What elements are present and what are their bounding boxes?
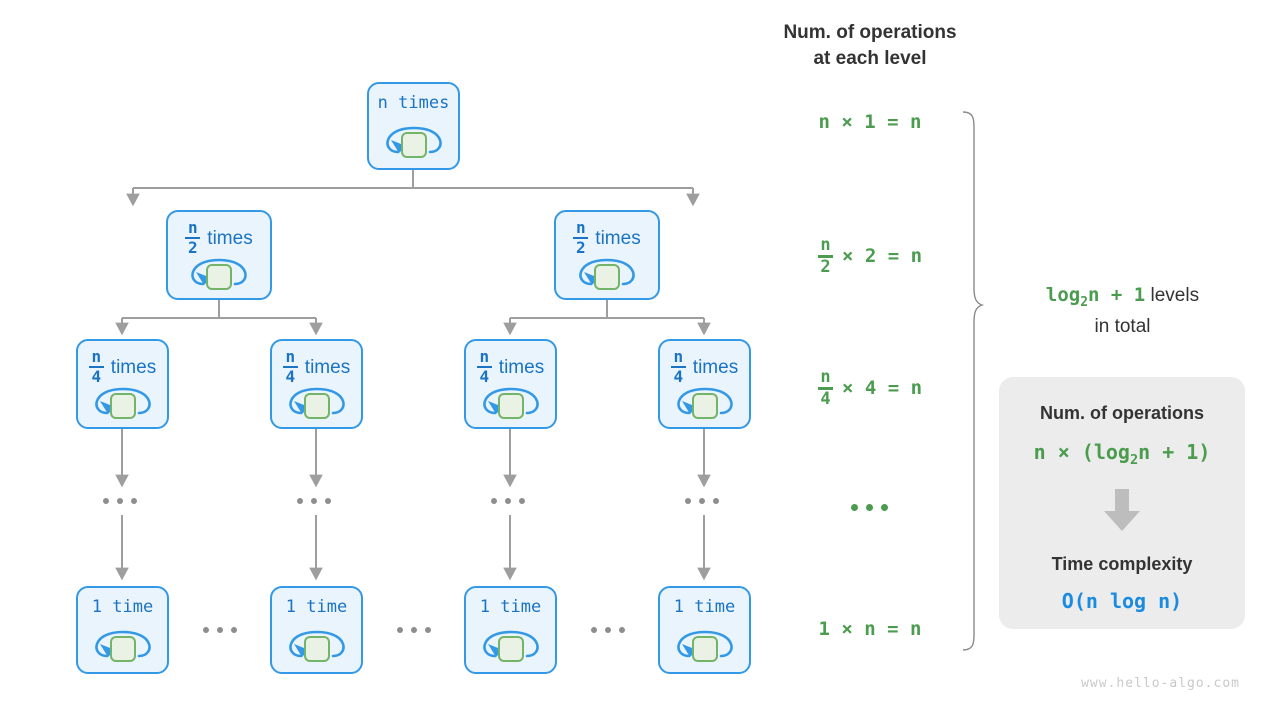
levels-note: log2n + 1 levels in total (1000, 282, 1245, 340)
fraction-bar (817, 387, 833, 390)
operations-heading: Num. of operations at each level (740, 20, 1000, 71)
fraction: n 4 (88, 349, 104, 385)
tree-node-level3-0[interactable]: 1 time (76, 586, 169, 674)
fraction-bar (573, 237, 589, 239)
fraction-bar (670, 366, 686, 368)
operations-row-text: × 2 = n (841, 245, 923, 268)
node-label-suffix: times (110, 357, 157, 378)
watermark: www.hello-algo.com (1081, 676, 1240, 691)
node-label: n 2 times (168, 220, 270, 257)
operation-box (109, 636, 136, 662)
fraction-denominator: 2 (820, 256, 831, 277)
node-label: n times (377, 93, 450, 113)
operations-row-0: n × 1 = n (760, 111, 980, 133)
fraction-denominator: 4 (820, 388, 831, 409)
node-label-suffix: times (498, 357, 545, 378)
tree-node-level1-1[interactable]: n 2 times (554, 210, 660, 300)
fraction: n 4 (817, 367, 833, 409)
levels-note-code: log2n + 1 (1045, 284, 1146, 310)
operation-box (691, 636, 718, 662)
node-label: 1 time (285, 597, 348, 617)
node-label: n 4 times (272, 349, 361, 386)
fraction-bar (282, 366, 298, 368)
operation-box (109, 393, 136, 419)
operations-row-ellipsis (851, 504, 888, 511)
vertical-ellipsis (103, 498, 137, 504)
fraction: n 4 (670, 349, 686, 385)
fraction-bar (88, 366, 104, 368)
fraction: n 4 (282, 349, 298, 385)
operation-box (206, 264, 232, 290)
operations-heading-line1: Num. of operations (783, 22, 957, 43)
horizontal-ellipsis (397, 627, 431, 633)
node-label: n 4 times (78, 349, 167, 386)
node-label-suffix: times (304, 357, 351, 378)
summary-card-formula: n × (log2n + 1) (1033, 440, 1211, 468)
fraction: n 2 (573, 220, 589, 256)
fraction-bar (185, 237, 201, 239)
fraction: n 2 (185, 220, 201, 256)
operation-box (497, 636, 524, 662)
node-label: 1 time (479, 597, 542, 617)
tree-node-level2-0[interactable]: n 4 times (76, 339, 169, 429)
operations-row-1: n 2 × 2 = n (760, 237, 980, 276)
node-label-suffix: times (207, 228, 253, 249)
operation-box (691, 393, 718, 419)
operation-box (303, 636, 330, 662)
tree-node-level3-3[interactable]: 1 time (658, 586, 751, 674)
tree-node-level3-1[interactable]: 1 time (270, 586, 363, 674)
fraction-bar (476, 366, 492, 368)
fraction: n 4 (476, 349, 492, 385)
levels-note-text: levels (1145, 285, 1200, 306)
operation-box (303, 393, 330, 419)
node-label: n 4 times (466, 349, 555, 386)
operations-row-2: n 4 × 4 = n (760, 369, 980, 408)
node-label: n 4 times (660, 349, 749, 386)
node-label-suffix: times (595, 228, 641, 249)
summary-card: Num. of operations n × (log2n + 1) Time … (999, 377, 1245, 629)
node-label: 1 time (91, 597, 154, 617)
fraction-numerator: n (820, 235, 831, 255)
horizontal-ellipsis (591, 627, 625, 633)
down-arrow-icon (1100, 487, 1144, 538)
operations-row-text: n × 1 = n (818, 111, 922, 133)
tree-node-level2-1[interactable]: n 4 times (270, 339, 363, 429)
operations-row-4: 1 × n = n (760, 618, 980, 640)
tree-node-level0-0[interactable]: n times (367, 82, 460, 170)
horizontal-ellipsis (203, 627, 237, 633)
tree-node-level1-0[interactable]: n 2 times (166, 210, 272, 300)
node-label: n 2 times (556, 220, 658, 257)
vertical-ellipsis (685, 498, 719, 504)
tree-node-level2-3[interactable]: n 4 times (658, 339, 751, 429)
operations-row-text: × 4 = n (841, 377, 923, 400)
fraction-numerator: n (820, 367, 831, 387)
levels-note-line2: in total (1094, 315, 1151, 337)
vertical-ellipsis (491, 498, 525, 504)
summary-card-title: Num. of operations (1039, 403, 1204, 423)
fraction-bar (817, 255, 833, 258)
operations-heading-line2: at each level (813, 47, 927, 69)
operation-box (497, 393, 524, 419)
node-label: 1 time (673, 597, 736, 617)
summary-card-complexity-value: O(n log n) (1061, 589, 1183, 613)
operation-box (400, 132, 427, 158)
operation-box (594, 264, 620, 290)
tree-node-level2-2[interactable]: n 4 times (464, 339, 557, 429)
vertical-ellipsis (297, 498, 331, 504)
fraction: n 2 (817, 235, 833, 277)
node-label-suffix: times (692, 357, 739, 378)
summary-card-complexity-title: Time complexity (1051, 554, 1193, 574)
operations-row-text: 1 × n = n (818, 618, 922, 640)
tree-node-level3-2[interactable]: 1 time (464, 586, 557, 674)
